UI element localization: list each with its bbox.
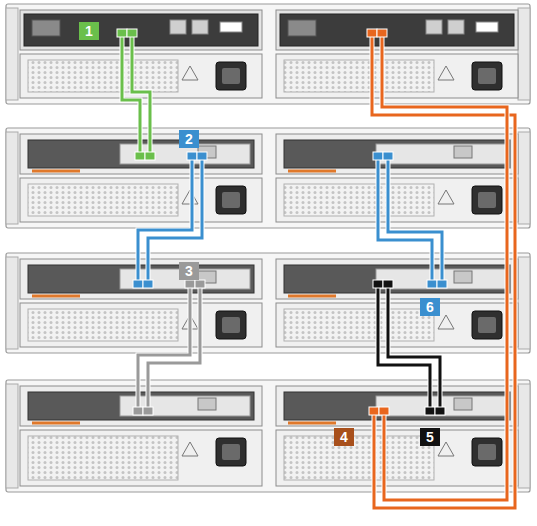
cable (148, 285, 200, 412)
port (195, 280, 205, 288)
cable-outline (388, 285, 440, 412)
port (127, 29, 137, 37)
port (197, 152, 207, 160)
port (427, 280, 437, 288)
port (437, 280, 447, 288)
callout-number: 6 (420, 298, 440, 316)
enclosures (6, 4, 530, 492)
cable (388, 285, 440, 412)
port (425, 407, 435, 415)
disk-shelf (6, 380, 530, 492)
port (369, 407, 379, 415)
callout-number: 4 (334, 428, 354, 446)
cable-outline (148, 285, 200, 412)
disk-shelf (6, 128, 530, 228)
callout-number: 1 (79, 22, 99, 40)
callout-number: 5 (420, 428, 440, 446)
port (143, 280, 153, 288)
port (383, 152, 393, 160)
callout-number: 2 (179, 130, 199, 148)
controller-enclosure (6, 4, 530, 104)
cable-outline (388, 157, 442, 285)
port (187, 152, 197, 160)
port (383, 280, 393, 288)
cable (132, 34, 150, 157)
callout-number: 3 (179, 262, 199, 280)
port (117, 29, 127, 37)
disk-shelf (6, 253, 530, 353)
port (373, 280, 383, 288)
port (435, 407, 445, 415)
port (135, 152, 145, 160)
port (145, 152, 155, 160)
port (373, 152, 383, 160)
port (143, 407, 153, 415)
cable (148, 157, 202, 285)
port (133, 407, 143, 415)
port (379, 407, 389, 415)
cable-outline (132, 34, 150, 157)
port (185, 280, 195, 288)
port (367, 29, 377, 37)
port (377, 29, 387, 37)
cable-outline (382, 34, 507, 500)
cable (382, 34, 507, 500)
cable-outline (148, 157, 202, 285)
cable (388, 157, 442, 285)
cable-outline (372, 34, 515, 508)
port (133, 280, 143, 288)
cable (372, 34, 515, 508)
cables (117, 29, 515, 508)
